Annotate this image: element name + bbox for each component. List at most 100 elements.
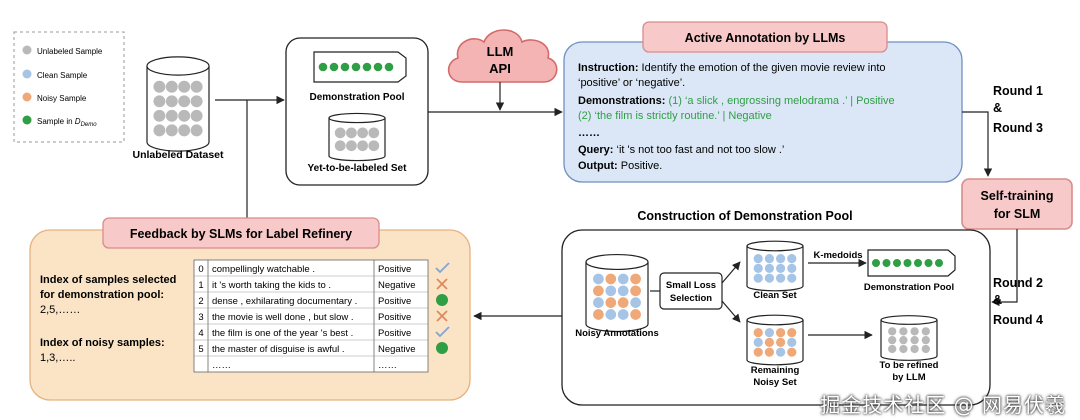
noisy-cyl-body (585, 262, 649, 333)
table-cell-index: 3 (198, 312, 203, 323)
yet-cyl-dot (368, 140, 380, 152)
table-cell-text: the film is one of the year 's best . (212, 328, 353, 339)
remaining-cyl-dot (787, 328, 797, 338)
kmedoids-label: K-medoids (813, 250, 862, 261)
construction-demo-dot (893, 259, 901, 267)
llm-api-line2: API (489, 61, 511, 76)
table-cell-index: 0 (198, 264, 203, 275)
cloud-icon (447, 29, 558, 83)
noisy-cyl-dot (605, 309, 617, 320)
legend-demo-prefix: Sample in (37, 117, 75, 126)
demo-dot (329, 62, 339, 72)
watermark: 掘金技术社区 @ 网易伏羲 (820, 393, 1066, 417)
refine-cyl-dot (888, 327, 897, 336)
unlabeled-cyl-dot (153, 80, 166, 93)
small-loss-box (659, 272, 723, 310)
unlabeled-cyl-dot (178, 80, 191, 93)
construction-demo-pool-label: Demonstration Pool (864, 282, 954, 293)
selection-to-clean-arrow (721, 261, 741, 284)
clean-cyl-dot (787, 273, 797, 283)
noisy-cyl-dot (617, 285, 629, 297)
remaining-cyl-dot (753, 337, 763, 347)
unlabeled-cyl-body (146, 66, 210, 152)
yet-cyl-body (328, 118, 386, 162)
yet-cyl-dot (346, 127, 357, 139)
legend-demo-symbol: D (75, 117, 81, 126)
llm-api-cloud: LLM API (447, 29, 558, 83)
small-loss-line1: Small Loss (666, 280, 716, 291)
clean-cyl-dot (776, 254, 786, 264)
refine-cyl-dot (921, 327, 930, 336)
round-1-label: Round 1 (993, 84, 1043, 98)
table-cell-text: …… (212, 360, 231, 371)
construction-demo-dot (872, 259, 880, 267)
yet-cyl-dot (346, 140, 357, 152)
clean-cyl-top (746, 240, 804, 252)
table-cell-label: Negative (378, 280, 416, 291)
noisy-sample-dot (22, 92, 32, 102)
round-amp-1: & (993, 101, 1002, 115)
yet-cyl-dot (334, 140, 346, 152)
refine-cyl-top (880, 315, 938, 325)
construction-demo-dot (914, 259, 922, 267)
noisy-cyl-dot (593, 273, 604, 285)
self-training-line1: Self-training (981, 189, 1054, 203)
unlabeled-cyl-dot (165, 109, 178, 122)
round-4-label: Round 4 (993, 313, 1043, 327)
clean-cyl-dot (776, 273, 786, 283)
pool-yet-label: Yet-to-be-labeled Set (308, 163, 408, 174)
clean-cyl-dot (787, 263, 797, 273)
noisy-cyl-dot (605, 273, 617, 285)
unlabeled-cyl-dot (190, 80, 203, 93)
noisy-cyl-dot (630, 297, 641, 308)
table-cell-text: dense , exhilarating documentary . (212, 296, 357, 307)
remaining-line2: Noisy Set (753, 377, 797, 388)
unlabeled-cyl-dot (190, 109, 203, 122)
unlabeled-cyl-dot (153, 124, 166, 137)
unlabeled-cyl-dot (165, 95, 178, 108)
unlabeled-cyl-dot (178, 95, 191, 108)
clean-set-label: Clean Set (753, 290, 797, 301)
demo-dot (318, 62, 328, 72)
query-line: Query: ‘it 's not too fast and not too s… (578, 144, 784, 156)
table-cell-label: Positive (378, 264, 411, 275)
table-cell-label: Positive (378, 328, 411, 339)
demonstrations-label: Demonstrations: (578, 95, 665, 107)
construction-demo-dot (882, 259, 891, 267)
noisy-cyl-top (585, 253, 649, 271)
table-cell-index: 5 (198, 344, 203, 355)
construction-demo-dot (935, 259, 943, 267)
refine-line1: To be refined (880, 360, 939, 371)
demo-dot (373, 62, 383, 72)
remaining-cyl-dot (776, 347, 786, 357)
instruction-label: Instruction: (578, 62, 639, 74)
demonstrations-line1: Demonstrations: (1) ‘a slick , engrossin… (578, 95, 895, 107)
small-loss-line2: Selection (670, 293, 712, 304)
green-dot-icon (436, 342, 448, 354)
unlabeled-cyl-top (146, 56, 210, 76)
noisy-cyl-dot (630, 285, 641, 297)
table-cell-text: the master of disguise is awful . (212, 344, 345, 355)
output-text: Positive. (618, 160, 663, 172)
refine-cyl-dot (899, 336, 908, 345)
legend-demo-sub: Demo (81, 122, 98, 128)
refine-cyl-dot (899, 344, 908, 354)
noisy-cyl-dot (593, 309, 604, 320)
selected-values: 2,5,…… (40, 304, 80, 316)
legend-frame (13, 31, 125, 143)
selection-to-remaining-arrow (721, 300, 741, 323)
noisy-line1: Index of noisy samples: (40, 337, 165, 349)
table-cell-text: it 's worth taking the kids to . (212, 280, 331, 291)
refine-cyl-dot (888, 336, 897, 345)
demonstration-1: (1) ‘a slick , engrossing melodrama .’ |… (665, 95, 894, 107)
demo-sample-dot (22, 115, 32, 125)
refine-line2: by LLM (892, 372, 925, 383)
check-icon (435, 326, 450, 338)
construction-demo-dot (924, 259, 933, 267)
unlabeled-dataset: Unlabeled Dataset (132, 56, 224, 161)
unlabeled-dataset-cylinder (146, 56, 210, 152)
unlabeled-cyl-dot (178, 109, 191, 122)
table-cell-label: …… (378, 360, 397, 371)
noisy-cyl-dot (605, 297, 617, 308)
